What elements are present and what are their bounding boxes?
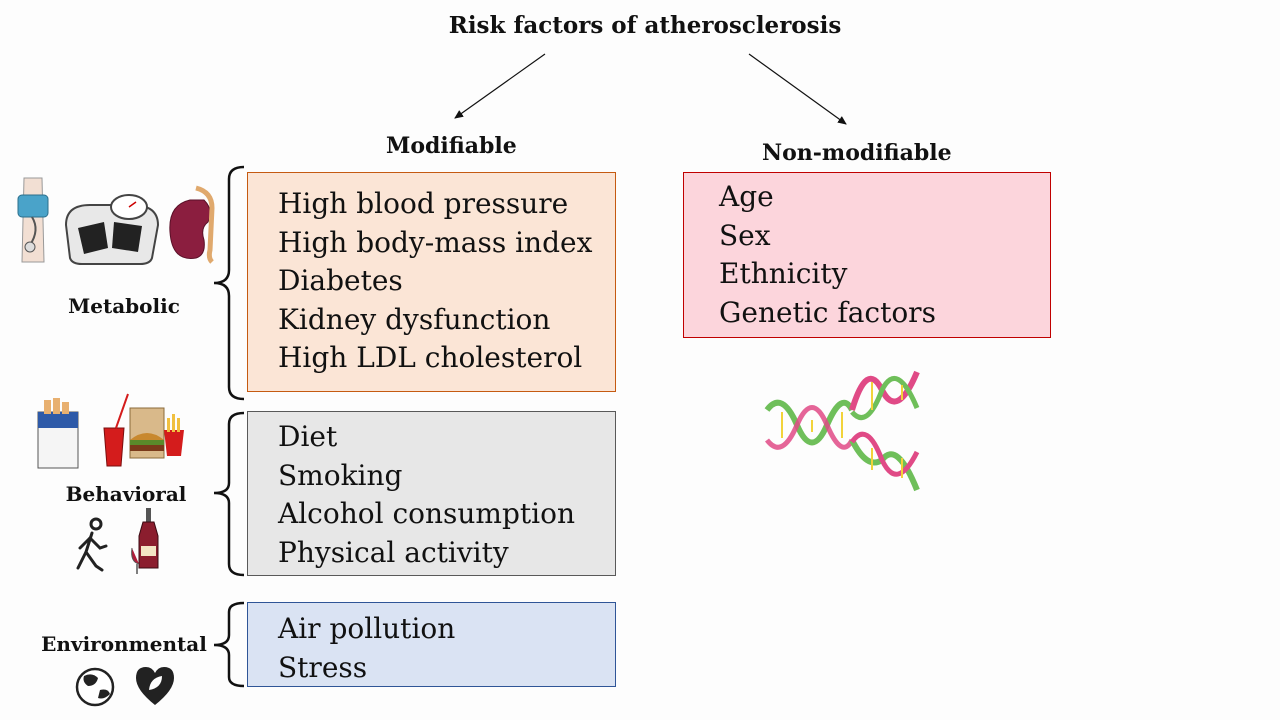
non-modifiable-factors-box: Age Sex Ethnicity Genetic factors: [683, 172, 1051, 338]
factor-item: High blood pressure: [278, 187, 569, 220]
heart-leaf-icon: [136, 667, 174, 705]
dna-icon: [764, 370, 920, 492]
arrow-to-modifiable: [454, 53, 546, 119]
category-label-metabolic: Metabolic: [68, 294, 180, 318]
factor-item: Air pollution: [278, 612, 456, 645]
environmental-factors-box: Air pollution Stress: [247, 602, 616, 687]
brace-behavioral: [213, 411, 245, 577]
brace-metabolic: [213, 165, 245, 401]
kidney-icon: [169, 185, 215, 264]
category-label-behavioral: Behavioral: [65, 482, 187, 506]
factor-item: Age: [719, 180, 774, 213]
factor-item: Kidney dysfunction: [278, 302, 551, 336]
arrow-to-non-modifiable: [748, 53, 847, 125]
factor-item: Ethnicity: [719, 257, 848, 290]
category-label-environmental: Environmental: [41, 632, 207, 656]
factor-item: Genetic factors: [719, 295, 936, 329]
brace-environmental: [213, 601, 245, 688]
diagram-title: Risk factors of atherosclerosis: [448, 12, 842, 39]
factor-item: Sex: [719, 218, 771, 252]
factor-item: Diet: [278, 420, 338, 453]
non-modifiable-heading: Non-modifiable: [762, 140, 952, 166]
wine-icon: [131, 508, 159, 574]
weighing-scale-icon: [64, 194, 160, 265]
modifiable-heading: Modifiable: [386, 133, 517, 159]
globe-icon: [75, 667, 115, 707]
factor-item: Diabetes: [278, 264, 403, 297]
factor-item: Stress: [278, 650, 368, 684]
factor-item: High body-mass index: [278, 225, 593, 259]
factor-item: Smoking: [278, 458, 403, 492]
factor-item: Alcohol consumption: [278, 497, 576, 530]
behavioral-factors-box: Diet Smoking Alcohol consumption Physica…: [247, 411, 616, 576]
factor-item: Physical activity: [278, 535, 509, 569]
blood-pressure-cuff-icon: [17, 177, 49, 263]
fast-food-icon: [103, 393, 184, 467]
factor-item: High LDL cholesterol: [278, 341, 583, 374]
cigarettes-icon: [37, 398, 79, 469]
walking-person-icon: [76, 517, 108, 572]
metabolic-factors-box: High blood pressure High body-mass index…: [247, 172, 616, 392]
